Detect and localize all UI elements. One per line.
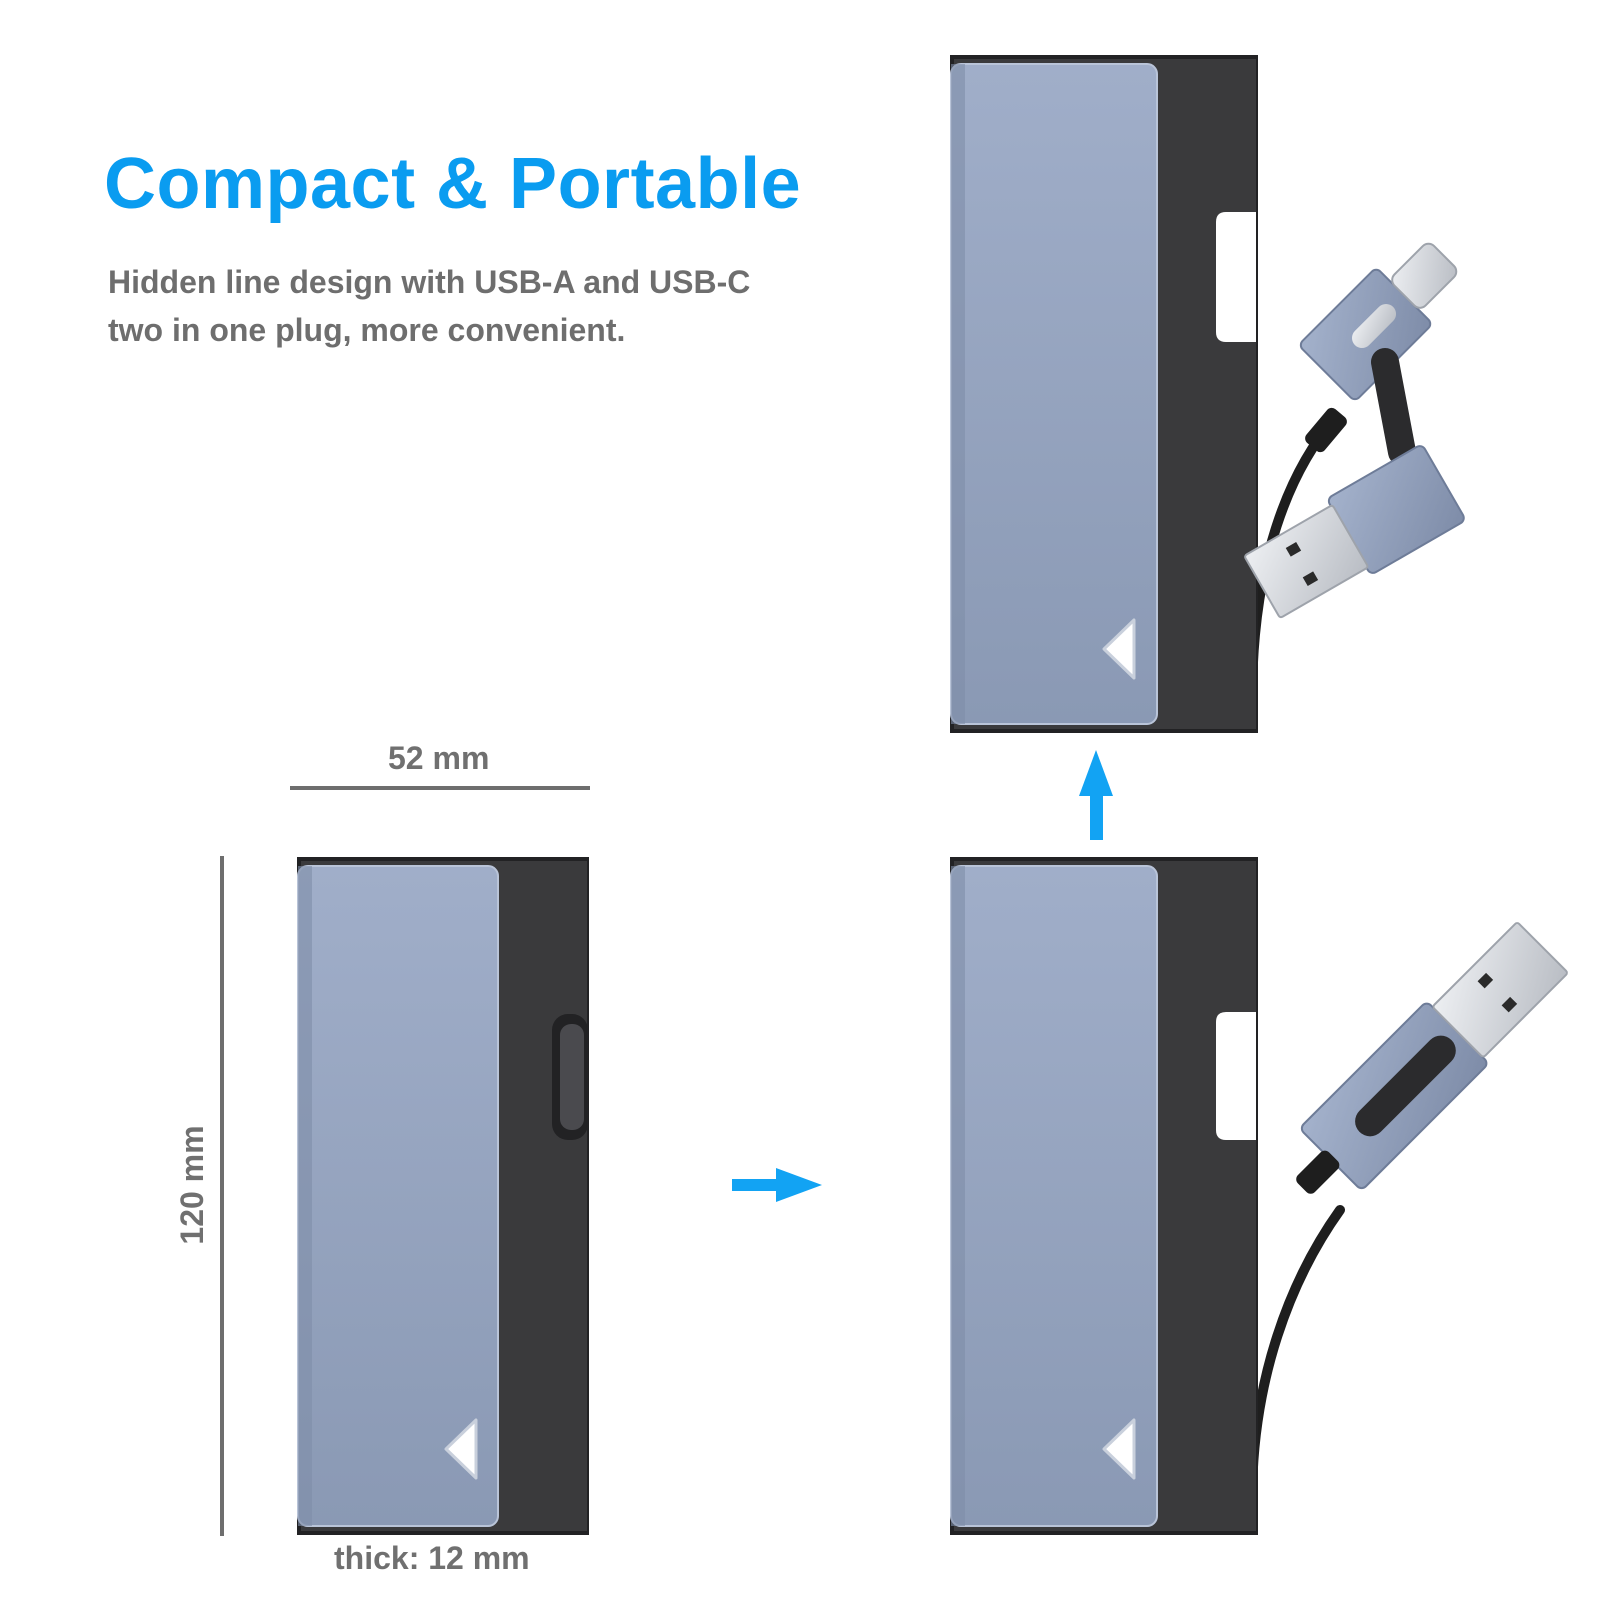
subtitle-line-2: two in one plug, more convenient. — [108, 312, 626, 348]
hub-closed-icon — [297, 857, 589, 1535]
hub-usb-a-extended-icon — [950, 857, 1568, 1535]
arrow-right-icon — [732, 1168, 822, 1202]
subtitle-line-1: Hidden line design with USB-A and USB-C — [108, 264, 751, 300]
height-label: 120 mm — [174, 1125, 210, 1245]
width-label: 52 mm — [388, 740, 490, 776]
thickness-label: thick: 12 mm — [334, 1540, 530, 1576]
arrow-up-icon — [1079, 750, 1113, 840]
subtitle: Hidden line design with USB-A and USB-C … — [108, 258, 750, 354]
page-title: Compact & Portable — [104, 144, 802, 224]
hub-usb-c-extended-icon — [950, 55, 1465, 733]
